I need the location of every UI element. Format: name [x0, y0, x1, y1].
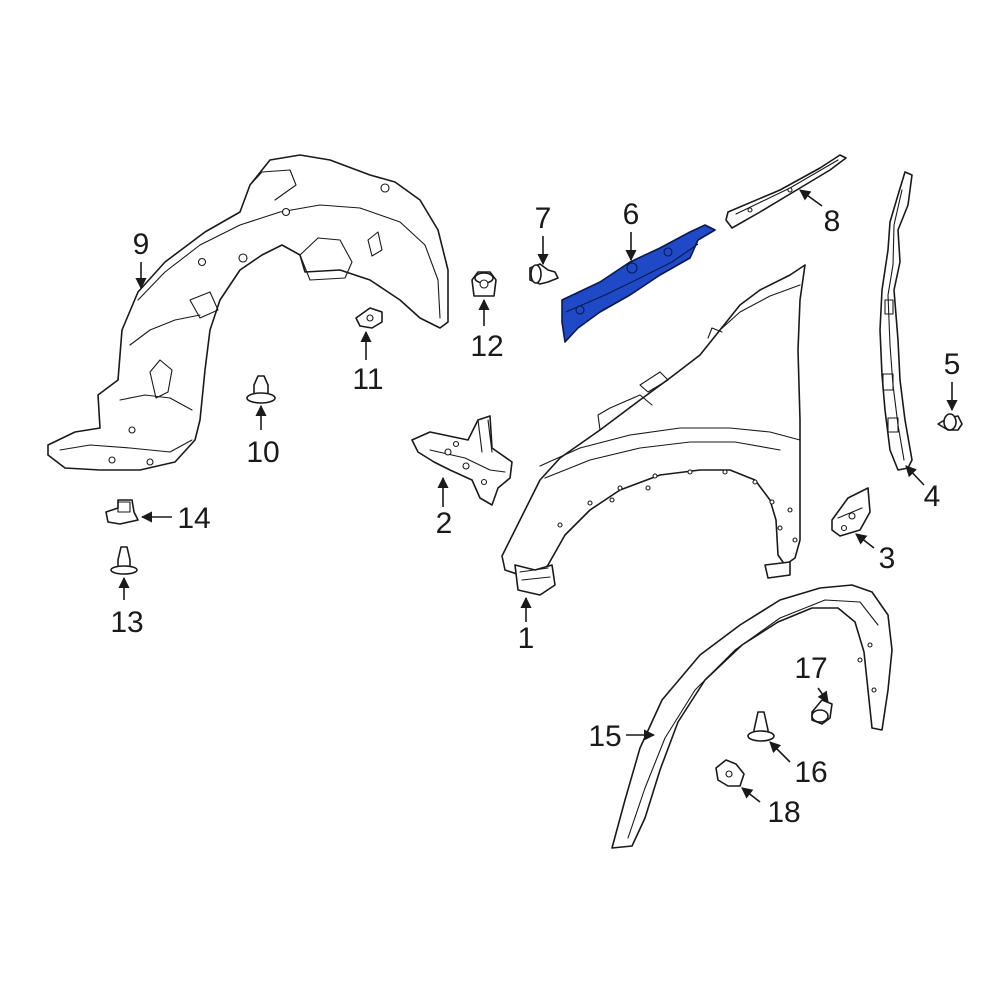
clip-part-11[interactable] — [355, 307, 383, 329]
callout-15: 15 — [588, 720, 621, 753]
callout-2: 2 — [436, 507, 453, 540]
callout-12: 12 — [470, 330, 503, 363]
callout-4: 4 — [924, 480, 941, 513]
clip-nut-part-14[interactable] — [105, 499, 139, 525]
fender-liner-part-9[interactable] — [47, 154, 449, 471]
fender-bracket-part-6-highlighted[interactable] — [561, 224, 716, 343]
leader-17 — [817, 687, 829, 703]
reinforcement-strip-part-8[interactable] — [725, 154, 847, 229]
push-pin-part-7[interactable] — [529, 263, 559, 285]
leader-16 — [769, 741, 791, 763]
leader-8 — [799, 189, 823, 207]
callout-10: 10 — [246, 436, 279, 469]
clip-part-17[interactable] — [811, 699, 833, 725]
bracket-part-3[interactable] — [831, 487, 871, 537]
leader-18 — [741, 787, 761, 803]
callout-labels: 1 2 3 4 5 6 7 8 9 10 11 12 13 14 15 16 1… — [110, 198, 960, 829]
callout-7: 7 — [535, 202, 552, 235]
clip-part-10[interactable] — [246, 375, 276, 404]
bracket-part-2[interactable] — [411, 415, 513, 506]
leader-4 — [905, 465, 925, 486]
callout-5: 5 — [944, 348, 961, 381]
wheel-opening-molding-part-15[interactable] — [611, 584, 893, 849]
callout-6: 6 — [623, 198, 640, 231]
callout-3: 3 — [879, 542, 896, 575]
seal-strip-part-4[interactable] — [879, 171, 913, 471]
leader-3 — [855, 533, 875, 549]
callout-14: 14 — [177, 502, 210, 535]
clip-part-16[interactable] — [747, 711, 775, 742]
clip-part-18[interactable] — [715, 759, 745, 787]
clip-part-13[interactable] — [110, 546, 138, 575]
callout-1: 1 — [518, 622, 535, 655]
clip-part-5[interactable] — [937, 413, 963, 431]
nut-part-12[interactable] — [471, 271, 497, 297]
fender-part-1[interactable] — [501, 264, 806, 596]
callout-16: 16 — [794, 756, 827, 789]
callout-18: 18 — [767, 796, 800, 829]
leader-lines — [118, 189, 958, 803]
callout-17: 17 — [794, 652, 827, 685]
callout-13: 13 — [110, 606, 143, 639]
callout-9: 9 — [133, 228, 150, 261]
callout-8: 8 — [824, 205, 841, 238]
callout-11: 11 — [352, 363, 383, 396]
